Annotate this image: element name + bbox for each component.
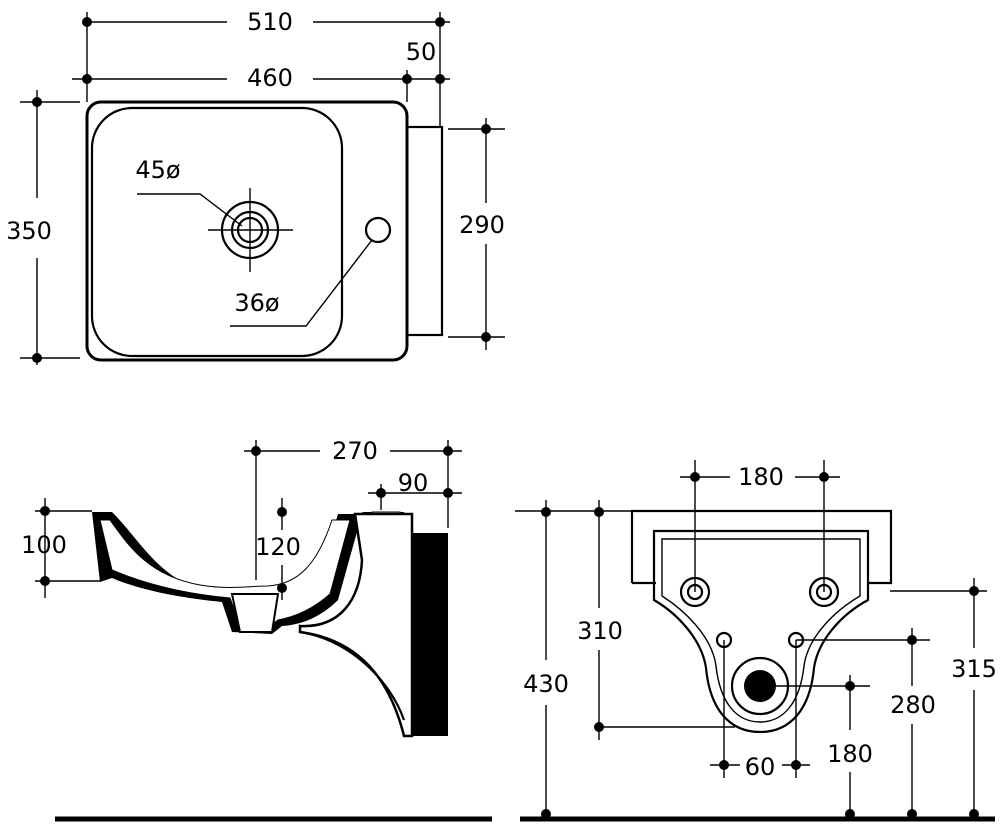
- dim-width-back: 50: [406, 38, 437, 66]
- dim-depth-total: 350: [6, 217, 52, 245]
- dim-waste-spacing: 60: [745, 753, 776, 781]
- dim-side-depth: 270: [332, 437, 378, 465]
- dim-fixing-spacing: 180: [738, 463, 784, 491]
- tap-hole: [364, 216, 392, 244]
- back-plate: [405, 125, 444, 337]
- basin-rim: [630, 509, 893, 585]
- waste-outlet: [744, 670, 776, 702]
- back-view: 180 60 430 310 315 2: [515, 460, 997, 822]
- dim-bowl-height: 100: [21, 531, 67, 559]
- top-view: 510 460 50 350 290 45ø 36ø: [6, 8, 505, 365]
- dim-depth-back: 290: [459, 211, 505, 239]
- label-tap-hole-diameter: 36ø: [234, 289, 279, 317]
- dim-waste-height: 180: [827, 740, 873, 768]
- basin-outline: [85, 100, 409, 362]
- dim-fixing-height: 310: [577, 617, 623, 645]
- back-plate-outer: [652, 529, 870, 734]
- dim-bowl-depth: 120: [255, 533, 301, 561]
- dim-wall-offset: 90: [398, 469, 429, 497]
- back-plate-inner: [661, 538, 861, 723]
- dim-width-basin: 460: [247, 64, 293, 92]
- label-drain-diameter: 45ø: [135, 156, 180, 184]
- bowl-outline: [90, 106, 344, 358]
- side-view: 270 90 100 120: [21, 437, 492, 822]
- dim-total-height: 430: [523, 670, 569, 698]
- dim-upper-height: 315: [951, 655, 997, 683]
- dim-width-total: 510: [247, 8, 293, 36]
- dim-mid-height: 280: [890, 691, 936, 719]
- wall-block: [404, 533, 448, 736]
